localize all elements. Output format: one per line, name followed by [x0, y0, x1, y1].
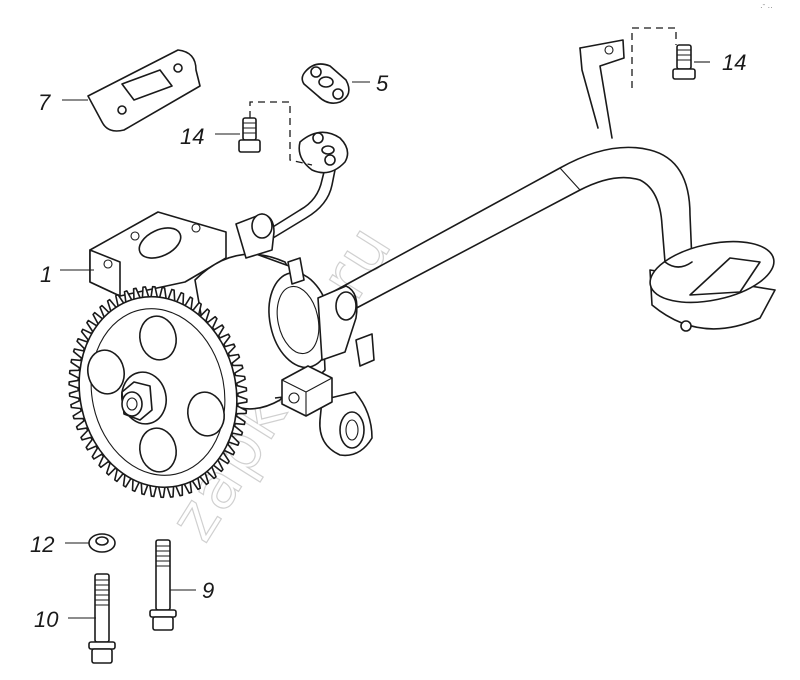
- callout-5: 5: [376, 71, 389, 96]
- callout-12: 12: [30, 532, 54, 557]
- bolt-14-left: [215, 117, 261, 153]
- drive-gear: [68, 285, 248, 499]
- bolt-9: [149, 539, 196, 631]
- gasket-5: [301, 63, 370, 104]
- leader-right: [631, 27, 677, 88]
- tube-flange: [298, 131, 349, 174]
- intake-pipe: [317, 146, 693, 323]
- callout-7: 7: [38, 90, 51, 115]
- callout-14-left: 14: [180, 124, 204, 149]
- callout-10: 10: [34, 607, 59, 632]
- pipe-bracket: [579, 39, 625, 139]
- oil-strainer: [649, 240, 776, 332]
- washer-12: [65, 533, 116, 553]
- callout-9: 9: [202, 578, 214, 603]
- corner-mark: ·ˉ ··: [760, 3, 773, 12]
- callout-14-right: 14: [722, 50, 746, 75]
- bolt-14-right: [672, 44, 710, 80]
- callout-1: 1: [40, 262, 52, 287]
- leader-left: [249, 101, 313, 166]
- gasket-7: [62, 49, 201, 132]
- feed-tube: [267, 167, 336, 239]
- bolt-10: [68, 573, 116, 664]
